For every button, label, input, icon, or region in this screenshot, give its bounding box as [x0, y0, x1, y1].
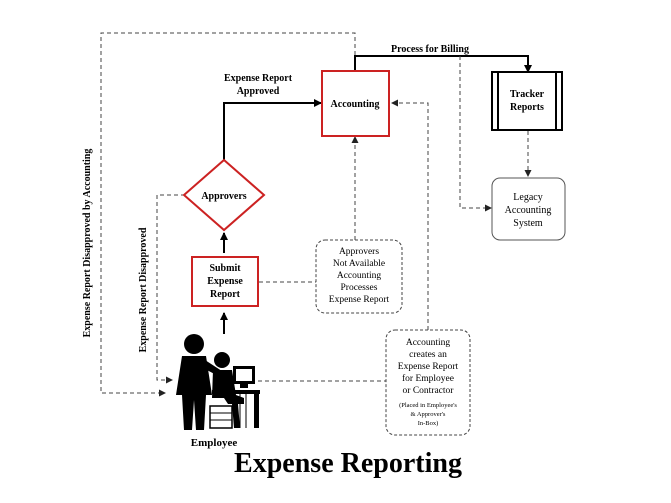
node-submit: Submit Expense Report [191, 256, 259, 307]
node-tracker: Tracker Reports [491, 71, 563, 131]
note-creates-line4: for Employee [402, 373, 454, 384]
note-creates-small3: In-Box) [418, 420, 439, 427]
note-na-line4: Processes [341, 283, 378, 293]
node-legacy-line3: System [513, 218, 543, 229]
edge-process-billing [354, 55, 532, 73]
note-creates-line5: or Contractor [403, 386, 455, 396]
node-accounting-label: Accounting [331, 99, 380, 110]
label-process-billing: Process for Billing [391, 44, 469, 55]
node-legacy: Legacy Accounting System [491, 177, 566, 241]
note-creates-line2: creates an [409, 350, 447, 360]
node-approvers-label: Approvers [201, 191, 246, 202]
node-submit-line1: Submit [209, 263, 241, 274]
edge-creates-to-accounting [391, 99, 429, 330]
node-legacy-line2: Accounting [505, 205, 552, 216]
note-creates-small1: (Placed in Employee's [399, 402, 457, 409]
node-accounting: Accounting [321, 70, 390, 137]
node-tracker-line1: Tracker [510, 89, 545, 100]
note-creates-small2: & Approver's [411, 411, 446, 418]
node-legacy-line1: Legacy [513, 192, 542, 203]
note-approvers-not-available: Approvers Not Available Accounting Proce… [315, 239, 403, 314]
note-creates-line3: Expense Report [398, 362, 459, 372]
note-creates-line1: Accounting [406, 338, 451, 348]
note-na-line2: Not Available [333, 259, 385, 269]
edge-disapproved [156, 194, 185, 384]
employee-icon [176, 334, 260, 430]
node-submit-line3: Report [210, 289, 241, 300]
node-approvers: Approvers [182, 158, 266, 232]
label-disapproved-by-accounting: Expense Report Disapproved by Accounting [82, 149, 93, 338]
note-accounting-creates: Accounting creates an Expense Report for… [385, 329, 471, 436]
node-submit-line2: Expense [207, 276, 243, 287]
edge-approved [223, 99, 322, 165]
edge-disapproved-by-accounting [100, 32, 356, 397]
label-disapproved: Expense Report Disapproved [138, 227, 149, 352]
label-approved-line1: Expense Report [224, 73, 293, 84]
note-na-line1: Approvers [339, 247, 379, 257]
note-na-line3: Accounting [337, 271, 382, 281]
node-tracker-line2: Reports [510, 102, 544, 113]
node-employee-label: Employee [191, 437, 238, 449]
diagram-title: Expense Reporting [234, 448, 462, 479]
edge-billing-to-legacy [459, 56, 492, 212]
label-approved-line2: Approved [237, 86, 280, 97]
note-na-line5: Expense Report [329, 295, 390, 305]
